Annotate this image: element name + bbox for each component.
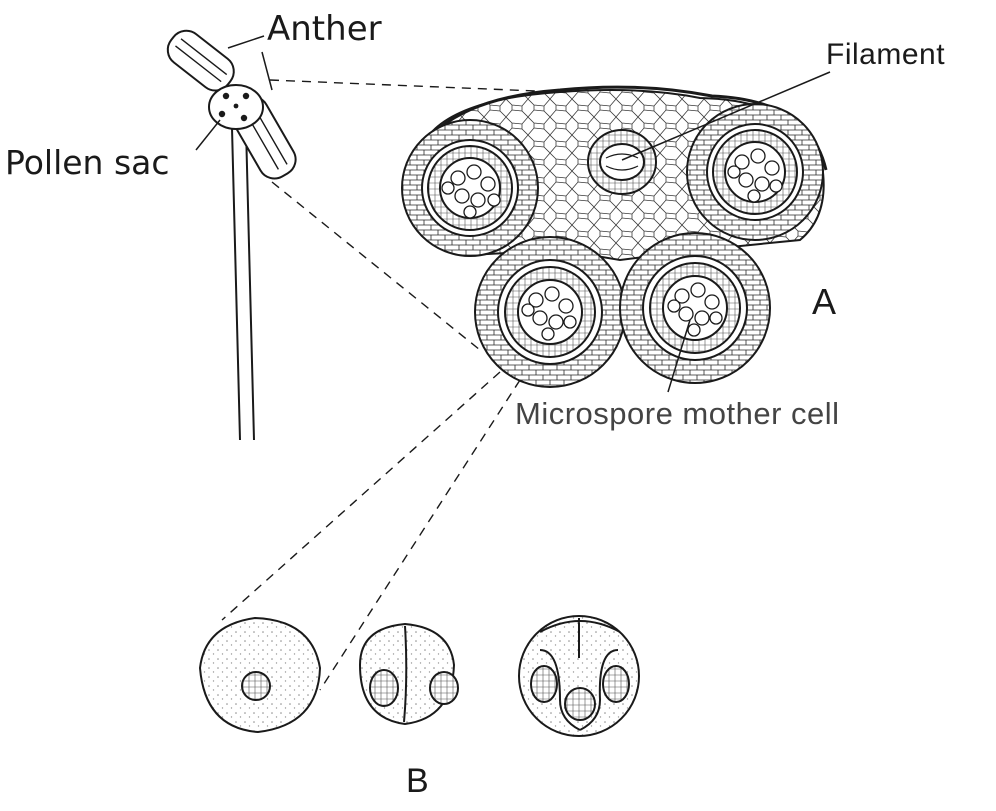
label-microspore-mother-cell: Microspore mother cell <box>515 398 840 429</box>
label-filament: Filament <box>826 40 945 70</box>
stage-single-cell <box>200 618 320 732</box>
label-anther: Anther <box>267 12 382 46</box>
stamen-filament-stalk <box>232 128 254 440</box>
stage-tetrad <box>519 616 639 736</box>
stage-dyad <box>360 624 458 724</box>
pollen-sac-upper-left <box>402 120 538 256</box>
label-panel-b: B <box>406 764 429 798</box>
stamen-illustration <box>161 24 301 440</box>
pollen-sac-lower-right <box>620 233 770 383</box>
pollen-sac-lower-left <box>475 237 625 387</box>
microspore-stages <box>200 616 639 736</box>
anther-cross-section <box>402 87 826 387</box>
label-pollen-sac: Pollen sac <box>5 146 170 179</box>
vascular-bundle <box>588 130 656 194</box>
label-panel-a: A <box>812 284 837 320</box>
